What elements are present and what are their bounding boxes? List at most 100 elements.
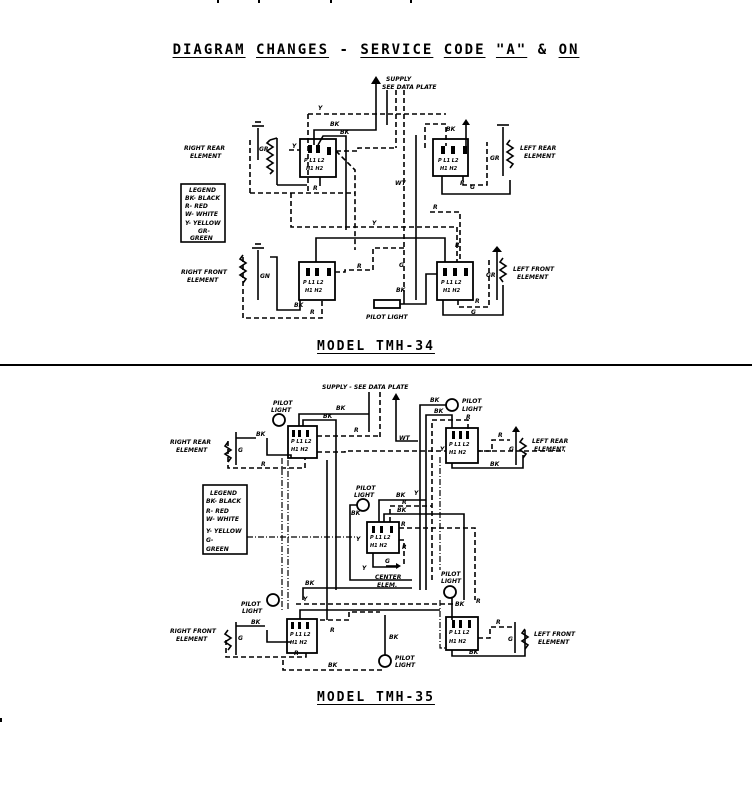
pilot-light-label-2: LIGHT <box>395 662 416 669</box>
left-rear-label-2: ELEMENT <box>534 446 566 453</box>
wire-label-r: R <box>330 627 335 634</box>
wire-label-bk: BK <box>336 405 347 412</box>
wire-label-y: Y <box>318 105 323 112</box>
scan-mark <box>0 718 2 722</box>
tmh34-wiring-diagram: SUPPLY SEE DATA PLATE RIGHT REAR ELEMENT… <box>180 76 557 321</box>
title-ampersand: & <box>537 42 549 58</box>
left-front-label: LEFT FRONT <box>534 631 576 638</box>
wire-label-gr: G <box>470 184 475 191</box>
wire-label-r: R <box>466 414 471 421</box>
wire-label-g: G <box>238 447 243 454</box>
switch-pin-labels: P L1 L2 <box>304 158 325 164</box>
wire-label-bk: BK <box>389 634 400 641</box>
switch-pin-labels: P L1 L2 <box>303 280 324 286</box>
wire-label-g: G <box>238 635 243 642</box>
switch-pin-labels-2: H1 H2 <box>370 543 388 549</box>
wire-label-bk: BK <box>396 287 407 294</box>
pilot-light-label: PILOT <box>273 400 293 407</box>
switch-pin-labels-2: H1 H2 <box>449 639 467 645</box>
title-word: "A" <box>495 42 528 58</box>
wire-label-r: R <box>402 499 407 506</box>
wire-label-r: R <box>496 619 501 626</box>
legend-item: BK- BLACK <box>206 498 242 505</box>
switch-pin-labels-2: H1 H2 <box>290 640 308 646</box>
legend-item: W- WHITE <box>206 516 240 523</box>
right-front-label-2: ELEMENT <box>187 277 219 284</box>
pilot-light-label-2: LIGHT <box>354 492 375 499</box>
wire-label-bk: BK <box>294 302 305 309</box>
supply-label: SUPPLY - SEE DATA PLATE <box>322 384 409 391</box>
wire-label-bk: BK <box>397 507 408 514</box>
wire-label-y: Y <box>414 490 419 497</box>
center-element-label-2: ELEM. <box>377 582 397 589</box>
left-front-label-2: ELEMENT <box>517 274 549 281</box>
right-front-label-2: ELEMENT <box>176 636 208 643</box>
pilot-light-label: PILOT <box>441 571 461 578</box>
wire-label-r: R <box>294 650 299 657</box>
legend-item: GR- <box>198 228 211 235</box>
legend-item: Y- YELLOW <box>185 220 221 227</box>
title-word: SERVICE <box>360 42 434 58</box>
pilot-light-label: PILOT LIGHT <box>366 314 409 321</box>
wire-label-r: R <box>401 521 406 528</box>
switch-pin-labels-2: H1 H2 <box>306 166 324 172</box>
wire-label-bk: BK <box>396 492 407 499</box>
title-word: ON <box>558 42 580 58</box>
section-divider <box>0 364 752 366</box>
wire-label-r: R <box>433 204 438 211</box>
switch-pin-labels-2: H1 H2 <box>291 447 309 453</box>
wire-label-wt: WT <box>395 180 407 187</box>
wire-label-y: Y <box>440 446 445 453</box>
wire-label-gr: G <box>471 309 476 316</box>
left-rear-label: LEFT REAR <box>520 145 557 152</box>
left-rear-label: LEFT REAR <box>532 438 569 445</box>
wire-label-y: Y <box>292 143 297 150</box>
scan-mark <box>330 0 332 3</box>
wire-label-r: R <box>455 242 460 249</box>
wire-label-y: Y <box>372 220 377 227</box>
wire-label-r: R <box>354 427 359 434</box>
diagram-title: DIAGRAM CHANGES - SERVICE CODE "A" & ON <box>0 42 752 58</box>
title-dash: - <box>339 42 350 58</box>
model-tmh35-label: MODEL TMH-35 <box>0 690 752 705</box>
wire-label-gr: GR <box>259 146 269 153</box>
legend-item: W- WHITE <box>185 211 219 218</box>
wire-label-r: R <box>261 461 266 468</box>
right-rear-label-2: ELEMENT <box>190 153 222 160</box>
supply-label: SUPPLY <box>386 76 412 83</box>
pilot-light-label-2: LIGHT <box>271 407 292 414</box>
switch-pin-labels: P L1 L2 <box>290 632 311 638</box>
wire-label-bk: BK <box>305 580 316 587</box>
supply-label-2: SEE DATA PLATE <box>382 84 437 91</box>
title-word: DIAGRAM <box>172 42 246 58</box>
right-front-label: RIGHT FRONT <box>181 269 228 276</box>
model-name: MODEL TMH-35 <box>317 690 435 705</box>
wire-label-bk: BK <box>434 408 445 415</box>
right-rear-label: RIGHT REAR <box>184 145 225 152</box>
switch-pin-labels: P L1 L2 <box>370 535 391 541</box>
supply-arrow-icon <box>371 76 381 115</box>
pilot-light-label: PILOT <box>356 485 376 492</box>
right-front-label: RIGHT FRONT <box>170 628 217 635</box>
legend-item: GREEN <box>206 546 229 553</box>
left-front-label: LEFT FRONT <box>513 266 555 273</box>
legend-title: LEGEND <box>189 187 216 194</box>
pilot-light-label-2: LIGHT <box>462 406 483 413</box>
wire-label-y: Y <box>303 596 308 603</box>
legend-box <box>180 183 226 243</box>
switch-pin-labels: P L1 L2 <box>441 280 462 286</box>
wire-label-bk: BK <box>330 121 341 128</box>
wire-label-bk: BK <box>455 601 466 608</box>
center-element-label: CENTER <box>375 574 402 581</box>
switch-pin-labels-2: H1 H2 <box>440 166 458 172</box>
wire-label-r: R <box>310 309 315 316</box>
legend-title: LEGEND <box>210 490 237 497</box>
legend-item: G- <box>206 537 214 544</box>
switch-pin-labels: P L1 L2 <box>291 439 312 445</box>
pilot-light-icon <box>266 593 280 607</box>
wire-label-bk: BK <box>351 510 362 517</box>
switch-pin-labels-2: H1 H2 <box>449 450 467 456</box>
scan-mark <box>410 0 412 3</box>
switch-pin-labels: P L1 L2 <box>449 630 470 636</box>
